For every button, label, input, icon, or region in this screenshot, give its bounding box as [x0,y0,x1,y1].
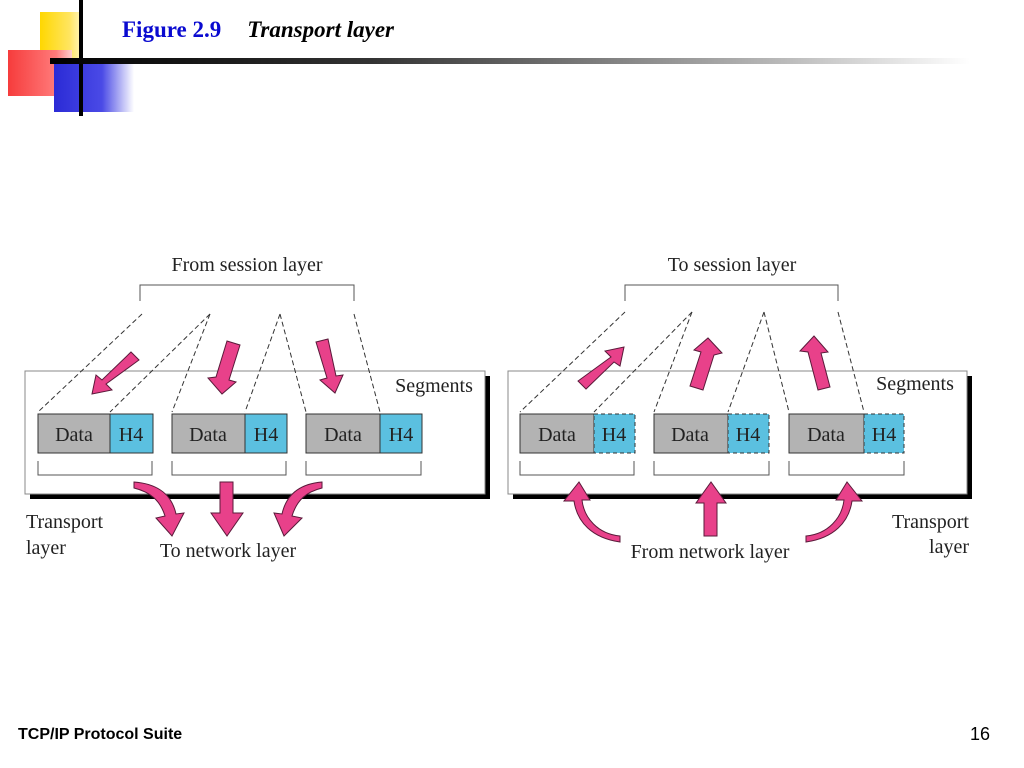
receiver-segment-1: Data H4 [519,413,636,476]
segment-bracket [37,461,153,476]
data-label: Data [324,424,362,446]
curved-arrow-up-right [805,481,864,543]
arrow-down-3 [315,338,344,394]
sender-segment-1: Data H4 [37,413,154,476]
data-label: Data [55,424,93,446]
h4-label: H4 [602,424,626,446]
receiver-incoming-arrows [562,481,864,543]
h4-cell [109,413,154,454]
receiver-bottom-label: From network layer [631,541,790,563]
figure-title: Transport layer [247,17,394,42]
sender-outgoing-arrows [133,481,323,537]
sender-guide-lines [37,313,381,413]
curved-arrow-up-left [562,481,621,543]
segment-bracket [519,461,635,476]
receiver-top-label: To session layer [668,254,797,276]
receiver-guide-lines [519,311,865,413]
receiver-layer-label-line1: Transport [892,511,969,533]
sender-segment-2: Data H4 [171,413,288,476]
h4-cell [863,413,905,454]
receiver-segment-3: Data H4 [788,413,905,476]
title-underline [50,58,970,64]
sender-box-label: Segments [395,375,473,397]
arrow-up-2 [689,337,723,391]
data-label: Data [807,424,845,446]
segment-bracket [305,461,422,476]
data-label: Data [189,424,227,446]
data-label: Data [671,424,709,446]
h4-cell [379,413,423,454]
footer-text: TCP/IP Protocol Suite [18,726,183,743]
figure-number: Figure 2.9 [122,17,222,42]
arrow-down-center [210,481,244,537]
sender-incoming-arrows [91,338,344,395]
sender-layer-label-line2: layer [26,537,66,559]
segment-bracket [788,461,905,476]
h4-label: H4 [389,424,413,446]
h4-cell [244,413,288,454]
sender-panel: From session layer Segments Data H4 [24,254,490,562]
receiver-outgoing-arrows [577,335,831,391]
arrow-down-left-1 [91,351,140,395]
curved-arrow-right [133,481,185,537]
decorative-blue-square [54,64,134,112]
h4-label: H4 [872,424,896,446]
arrow-up-center [695,481,727,537]
receiver-top-bracket [624,284,839,301]
h4-label: H4 [119,424,143,446]
h4-label: H4 [736,424,760,446]
sender-segment-3: Data H4 [305,413,423,476]
h4-label: H4 [254,424,278,446]
data-cell [653,413,729,454]
receiver-layer-label-line2: layer [929,536,969,558]
sender-top-bracket [139,284,355,301]
page-number: 16 [969,724,990,744]
arrow-down-2 [207,340,241,395]
h4-cell [727,413,770,454]
h4-cell [593,413,636,454]
segment-bracket [653,461,770,476]
receiver-panel: To session layer Segments Data H4 [507,254,972,563]
receiver-box-label: Segments [876,373,954,395]
segment-bracket [171,461,287,476]
sender-top-label: From session layer [171,254,322,276]
sender-bottom-label: To network layer [160,540,297,562]
data-label: Data [538,424,576,446]
data-cell [788,413,865,454]
data-cell [305,413,381,454]
curved-arrow-left [273,481,323,537]
receiver-segment-2: Data H4 [653,413,770,476]
arrow-up-3 [798,335,831,391]
arrow-up-right-1 [577,346,625,390]
slide-title: Figure 2.9 Transport layer [122,17,394,43]
sender-layer-label-line1: Transport [26,511,103,533]
